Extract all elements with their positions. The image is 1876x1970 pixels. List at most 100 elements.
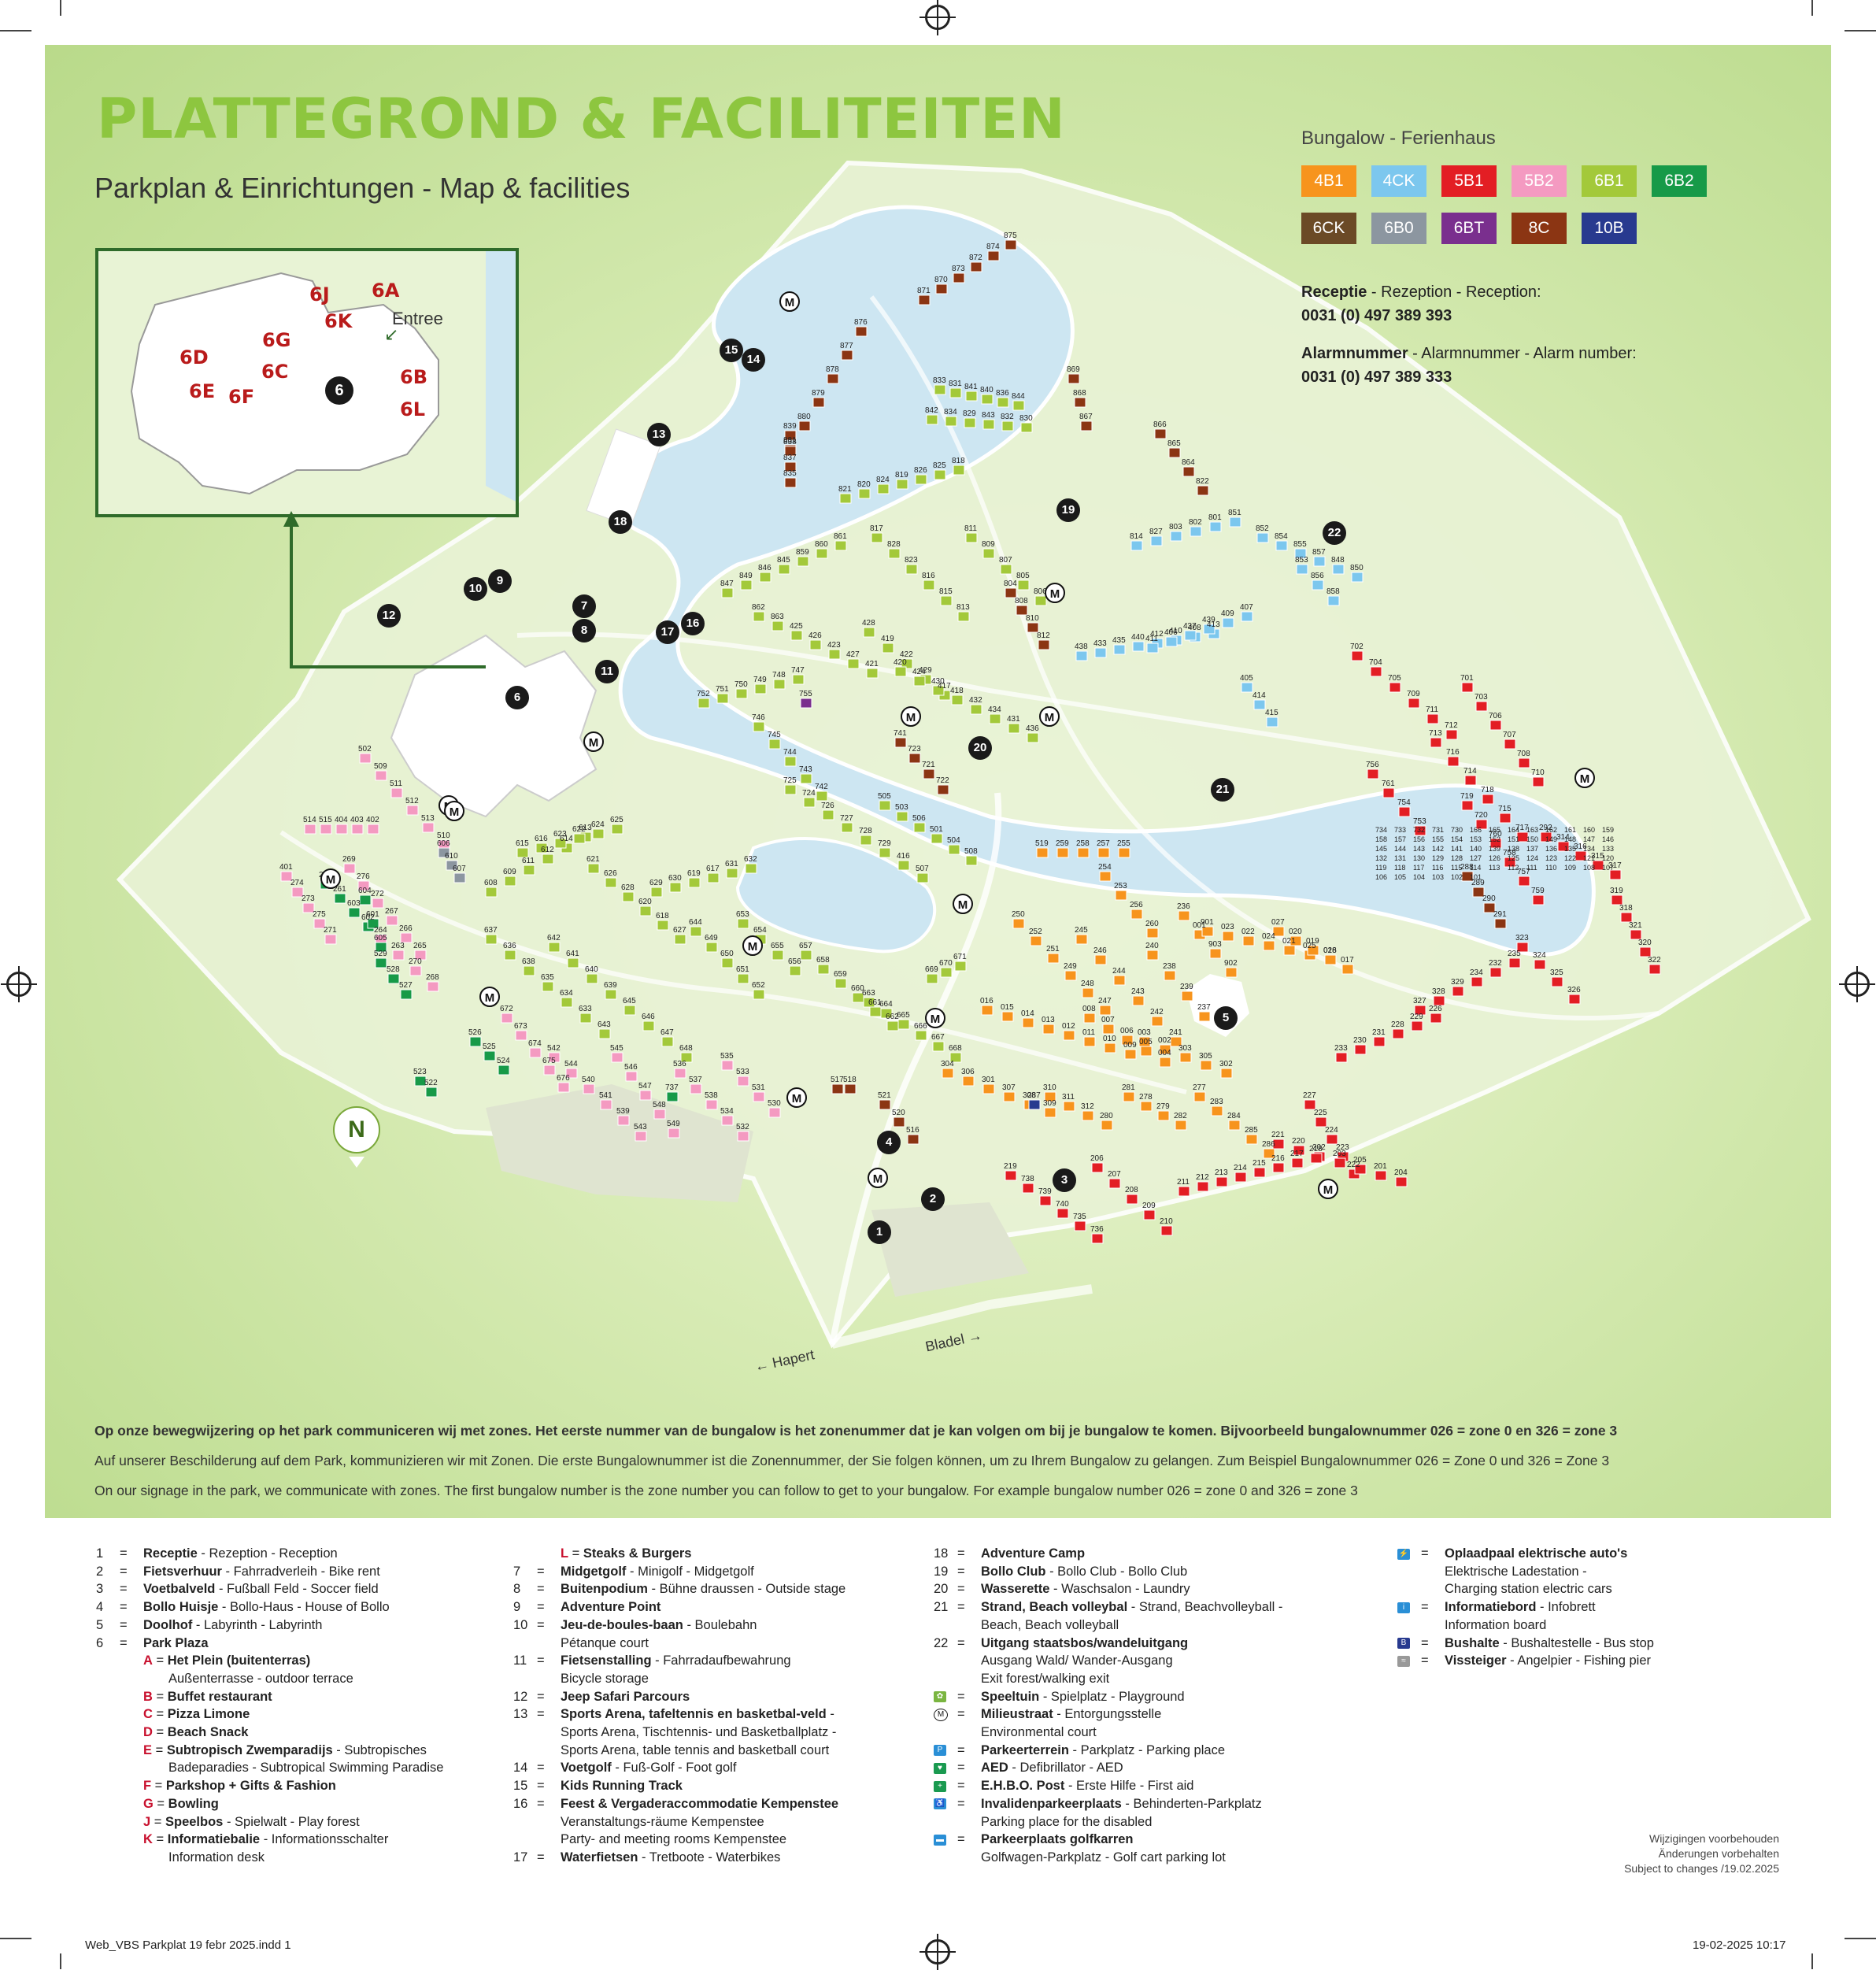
- bungalow-5b1[interactable]: [1464, 775, 1477, 786]
- bungalow-6b1[interactable]: [934, 384, 946, 395]
- bungalow-6b1[interactable]: [579, 1013, 592, 1024]
- bungalow-10b[interactable]: [1028, 1099, 1041, 1110]
- bungalow-6b1[interactable]: [778, 564, 790, 575]
- bungalow-5b1[interactable]: [1373, 1036, 1386, 1047]
- bungalow-6b1[interactable]: [1000, 564, 1012, 575]
- bungalow-6b1[interactable]: [561, 997, 573, 1008]
- bungalow-6b1[interactable]: [940, 967, 953, 978]
- bungalow-4b1[interactable]: [1198, 1011, 1211, 1022]
- bungalow-5b2[interactable]: [304, 824, 316, 835]
- bungalow-6b1[interactable]: [784, 784, 797, 795]
- facility-marker-10[interactable]: 10: [464, 577, 487, 601]
- bungalow-5b2[interactable]: [625, 1071, 638, 1082]
- bungalow-6b1[interactable]: [1017, 580, 1030, 591]
- bungalow-4ck[interactable]: [1146, 642, 1159, 654]
- bungalow-8c[interactable]: [1038, 639, 1050, 650]
- bungalow-5b1[interactable]: [1499, 813, 1512, 824]
- bungalow-4b1[interactable]: [1222, 931, 1234, 942]
- bungalow-4b1[interactable]: [1159, 1057, 1171, 1068]
- bungalow-5b2[interactable]: [617, 1115, 630, 1126]
- bungalow-6b1[interactable]: [1001, 420, 1014, 431]
- bungalow-4b1[interactable]: [1175, 1120, 1187, 1131]
- bungalow-8c[interactable]: [1154, 428, 1167, 439]
- bungalow-6b2[interactable]: [425, 1087, 438, 1098]
- bungalow-6b1[interactable]: [894, 666, 907, 677]
- bungalow-6bt[interactable]: [800, 698, 812, 709]
- bungalow-5b2[interactable]: [357, 880, 370, 891]
- bungalow-5b2[interactable]: [414, 950, 427, 961]
- bungalow-6b1[interactable]: [809, 639, 822, 650]
- bungalow-6b1[interactable]: [688, 877, 701, 888]
- bungalow-6b1[interactable]: [800, 950, 812, 961]
- bungalow-8c[interactable]: [923, 768, 935, 779]
- bungalow-4b1[interactable]: [1047, 953, 1060, 964]
- bungalow-5b1[interactable]: [1272, 1139, 1285, 1150]
- bungalow-5b2[interactable]: [291, 887, 304, 898]
- bungalow-5b1[interactable]: [1367, 768, 1379, 779]
- facility-marker-18[interactable]: 18: [609, 510, 632, 534]
- bungalow-6b1[interactable]: [886, 1020, 899, 1031]
- facility-marker-9[interactable]: 9: [488, 569, 512, 593]
- bungalow-6b1[interactable]: [523, 965, 535, 976]
- bungalow-4ck[interactable]: [1241, 611, 1253, 622]
- bungalow-6b1[interactable]: [611, 824, 623, 835]
- bungalow-5b2[interactable]: [529, 1047, 542, 1058]
- bungalow-6b1[interactable]: [915, 1030, 927, 1041]
- bungalow-5b1[interactable]: [1475, 701, 1488, 712]
- bungalow-4b1[interactable]: [1283, 945, 1296, 956]
- bungalow-5b1[interactable]: [1461, 682, 1474, 693]
- bungalow-4b1[interactable]: [1263, 1148, 1275, 1159]
- bungalow-5b1[interactable]: [1452, 986, 1464, 997]
- bungalow-4b1[interactable]: [1151, 1016, 1164, 1027]
- bungalow-4b1[interactable]: [1170, 1036, 1182, 1047]
- bungalow-6b2[interactable]: [387, 973, 400, 984]
- bungalow-4b1[interactable]: [1104, 1042, 1116, 1054]
- bungalow-8c[interactable]: [987, 250, 1000, 261]
- bungalow-5b1[interactable]: [1091, 1233, 1104, 1244]
- bungalow-5b1[interactable]: [1326, 1134, 1338, 1145]
- bungalow-4ck[interactable]: [1130, 540, 1143, 551]
- bungalow-6b1[interactable]: [926, 973, 938, 984]
- bungalow-6b1[interactable]: [1008, 723, 1020, 734]
- bungalow-5b1[interactable]: [1272, 1162, 1285, 1173]
- bungalow-4b1[interactable]: [981, 1005, 994, 1016]
- bungalow-6b1[interactable]: [989, 713, 1001, 724]
- bungalow-6b1[interactable]: [768, 739, 781, 750]
- bungalow-5b2[interactable]: [375, 770, 387, 781]
- bungalow-6b1[interactable]: [901, 658, 913, 669]
- bungalow-6b1[interactable]: [828, 649, 841, 660]
- bungalow-6b1[interactable]: [982, 548, 995, 559]
- bungalow-5b2[interactable]: [406, 805, 419, 816]
- bungalow-4b1[interactable]: [1132, 995, 1145, 1006]
- bungalow-8c[interactable]: [1074, 397, 1086, 408]
- bungalow-6b1[interactable]: [913, 676, 926, 687]
- bungalow-6b1[interactable]: [888, 548, 901, 559]
- bungalow-5b1[interactable]: [1414, 825, 1426, 836]
- bungalow-5b1[interactable]: [1126, 1194, 1138, 1205]
- bungalow-6b1[interactable]: [860, 835, 872, 846]
- bungalow-6b1[interactable]: [605, 877, 617, 888]
- bungalow-6b1[interactable]: [657, 920, 669, 931]
- bungalow-4b1[interactable]: [1056, 847, 1069, 858]
- bungalow-4ck[interactable]: [1266, 717, 1278, 728]
- bungalow-6b1[interactable]: [981, 394, 994, 405]
- bungalow-6b1[interactable]: [948, 844, 960, 855]
- bungalow-5b1[interactable]: [1304, 1099, 1316, 1110]
- bungalow-8c[interactable]: [1068, 373, 1080, 384]
- bungalow-4b1[interactable]: [1140, 1101, 1153, 1112]
- bungalow-5b2[interactable]: [390, 787, 403, 798]
- bungalow-4ck[interactable]: [1190, 526, 1202, 537]
- bungalow-5b1[interactable]: [1648, 964, 1661, 975]
- bungalow-4b1[interactable]: [1130, 909, 1143, 920]
- bungalow-5b1[interactable]: [1395, 1176, 1408, 1187]
- bungalow-6b2[interactable]: [375, 957, 387, 968]
- bungalow-6b1[interactable]: [896, 811, 908, 822]
- facility-marker-2[interactable]: 2: [921, 1187, 945, 1211]
- bungalow-5b2[interactable]: [653, 1109, 666, 1120]
- bungalow-4b1[interactable]: [1099, 1005, 1112, 1016]
- bungalow-5b1[interactable]: [1293, 1145, 1305, 1156]
- bungalow-6b1[interactable]: [516, 847, 529, 858]
- bungalow-5b1[interactable]: [1540, 831, 1552, 842]
- bungalow-4b1[interactable]: [1211, 1105, 1223, 1116]
- bungalow-6b1[interactable]: [816, 548, 828, 559]
